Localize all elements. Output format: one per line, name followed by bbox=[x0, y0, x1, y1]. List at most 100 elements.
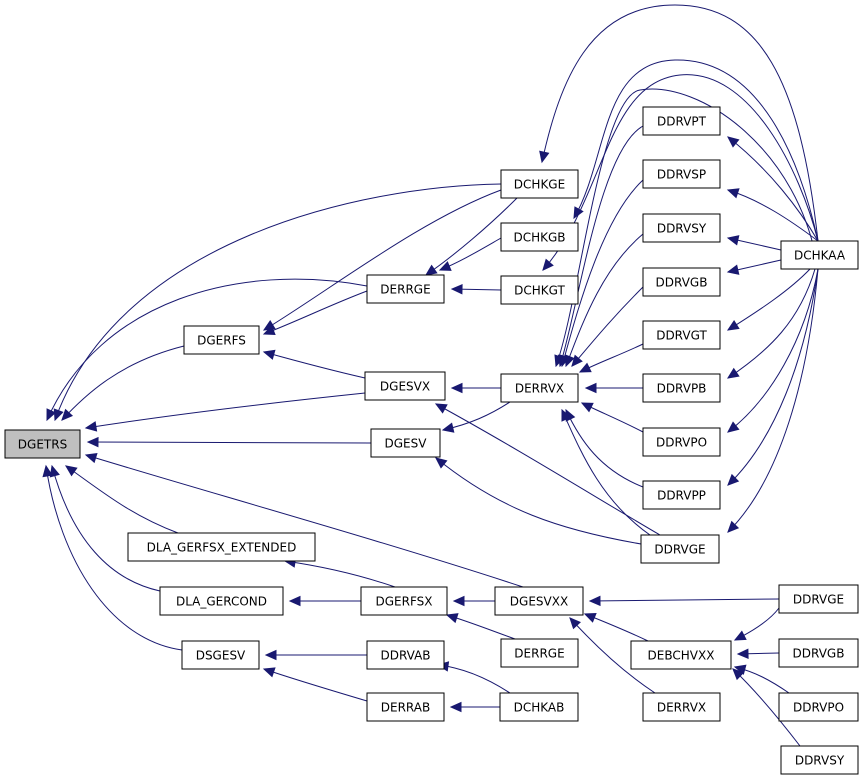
node-box[interactable] bbox=[500, 222, 579, 252]
node-ddrvsy[interactable]: DDRVSY bbox=[642, 213, 721, 243]
arrowhead bbox=[53, 408, 64, 422]
arrowhead bbox=[726, 319, 740, 331]
node-dgerfs[interactable]: DGERFS bbox=[183, 325, 260, 355]
edge-ddrvsy-to-derrvx bbox=[565, 233, 644, 367]
node-box[interactable] bbox=[364, 371, 446, 401]
node-box[interactable] bbox=[366, 692, 445, 722]
node-ddrvgb2[interactable]: DDRVGB bbox=[778, 638, 859, 668]
node-derrab[interactable]: DERRAB bbox=[366, 692, 445, 722]
node-box[interactable] bbox=[642, 692, 721, 722]
node-derrvx2[interactable]: DERRVX bbox=[642, 692, 721, 722]
arrowhead bbox=[441, 422, 455, 433]
node-ddrvpo[interactable]: DDRVPO bbox=[642, 427, 721, 457]
edge-dchkaa-to-ddrvpb bbox=[727, 268, 816, 379]
node-ddrvpb[interactable]: DDRVPB bbox=[642, 373, 721, 403]
arrowhead bbox=[425, 264, 438, 276]
edge-ddrvpt-to-derrvx bbox=[559, 125, 644, 367]
node-dsgesv[interactable]: DSGESV bbox=[181, 640, 260, 670]
node-ddrvab[interactable]: DDRVAB bbox=[366, 640, 445, 670]
node-dchkgt[interactable]: DCHKGT bbox=[500, 275, 579, 305]
arrowhead bbox=[49, 464, 60, 478]
arrowhead bbox=[264, 649, 277, 661]
node-dchkaa[interactable]: DCHKAA bbox=[780, 240, 859, 270]
node-box[interactable] bbox=[640, 534, 720, 564]
node-label: DERRAB bbox=[381, 701, 430, 715]
node-dla_gerfsx_extended[interactable]: DLA_GERFSX_EXTENDED bbox=[127, 532, 316, 562]
node-dgesvx[interactable]: DGESVX bbox=[364, 371, 446, 401]
node-derrge2[interactable]: DERRGE bbox=[500, 638, 579, 668]
node-box[interactable] bbox=[642, 106, 721, 136]
edge-dchkaa-to-ddrvge bbox=[727, 268, 819, 533]
node-box[interactable] bbox=[181, 640, 260, 670]
node-box[interactable] bbox=[500, 638, 579, 668]
node-label: DGESVXX bbox=[510, 595, 568, 609]
node-box[interactable] bbox=[642, 427, 721, 457]
edge-dchkaa-to-dchkge bbox=[541, 4, 819, 242]
node-box[interactable] bbox=[500, 169, 579, 199]
node-box[interactable] bbox=[630, 640, 732, 670]
node-box[interactable] bbox=[778, 638, 859, 668]
edges-layer bbox=[42, 4, 819, 747]
arrowhead bbox=[42, 464, 53, 478]
arrowhead bbox=[726, 264, 740, 275]
edge-dla_gercond-to-dgetrs bbox=[51, 465, 161, 592]
arrowhead bbox=[86, 436, 99, 448]
node-label: DSGESV bbox=[196, 649, 246, 663]
node-box[interactable] bbox=[642, 320, 721, 350]
node-dchkge[interactable]: DCHKGE bbox=[500, 169, 579, 199]
node-label: DDRVPB bbox=[657, 382, 707, 396]
node-box[interactable] bbox=[4, 429, 81, 459]
node-box[interactable] bbox=[780, 745, 859, 775]
node-debchvxx[interactable]: DEBCHVXX bbox=[630, 640, 732, 670]
node-ddrvpp[interactable]: DDRVPP bbox=[642, 480, 721, 510]
node-box[interactable] bbox=[127, 532, 316, 562]
node-box[interactable] bbox=[780, 240, 859, 270]
node-box[interactable] bbox=[642, 159, 721, 189]
arrowhead bbox=[84, 453, 98, 464]
node-box[interactable] bbox=[500, 373, 579, 403]
arrowhead bbox=[583, 613, 597, 623]
node-ddrvpo2[interactable]: DDRVPO bbox=[778, 692, 859, 722]
node-label: DDRVPT bbox=[657, 115, 707, 129]
node-label: DERRGE bbox=[514, 647, 564, 661]
arrowhead bbox=[262, 349, 276, 360]
edge-derrge-to-dgetrs bbox=[46, 278, 368, 421]
node-box[interactable] bbox=[642, 267, 721, 297]
node-box[interactable] bbox=[360, 586, 448, 616]
node-label: DDRVGB bbox=[793, 647, 845, 661]
arrowhead bbox=[61, 408, 74, 421]
node-ddrvge[interactable]: DDRVGE bbox=[640, 534, 720, 564]
node-box[interactable] bbox=[366, 640, 445, 670]
node-ddrvsp[interactable]: DDRVSP bbox=[642, 159, 721, 189]
node-dgetrs[interactable]: DGETRS bbox=[4, 429, 81, 459]
node-label: DCHKAB bbox=[514, 701, 565, 715]
node-derrvx[interactable]: DERRVX bbox=[500, 373, 579, 403]
node-box[interactable] bbox=[183, 325, 260, 355]
node-box[interactable] bbox=[642, 480, 721, 510]
node-dla_gercond[interactable]: DLA_GERCOND bbox=[159, 586, 284, 616]
node-dchkgb[interactable]: DCHKGB bbox=[500, 222, 579, 252]
node-derrge[interactable]: DERRGE bbox=[366, 274, 445, 304]
node-ddrvgb[interactable]: DDRVGB bbox=[642, 267, 721, 297]
node-dgesvxx[interactable]: DGESVXX bbox=[494, 586, 584, 616]
node-ddrvsy2[interactable]: DDRVSY bbox=[780, 745, 859, 775]
node-box[interactable] bbox=[159, 586, 284, 616]
node-dchkab[interactable]: DCHKAB bbox=[499, 692, 579, 722]
edge-ddrvge-to-derrvx bbox=[561, 409, 651, 536]
node-box[interactable] bbox=[642, 213, 721, 243]
node-box[interactable] bbox=[494, 586, 584, 616]
node-box[interactable] bbox=[642, 373, 721, 403]
node-dgerfsx[interactable]: DGERFSX bbox=[360, 586, 448, 616]
node-box[interactable] bbox=[778, 692, 859, 722]
node-ddrvgt[interactable]: DDRVGT bbox=[642, 320, 721, 350]
node-box[interactable] bbox=[500, 275, 579, 305]
node-box[interactable] bbox=[366, 274, 445, 304]
node-box[interactable] bbox=[370, 428, 441, 458]
node-box[interactable] bbox=[499, 692, 579, 722]
node-ddrvge2[interactable]: DDRVGE bbox=[778, 584, 859, 614]
edge-dchkaa-to-ddrvpp bbox=[727, 268, 819, 486]
node-dgesv[interactable]: DGESV bbox=[370, 428, 441, 458]
nodes-layer: DGETRS DGERFS DLA_GERFSX_EXTENDED DLA_GERCO… bbox=[4, 106, 859, 775]
node-ddrvpt[interactable]: DDRVPT bbox=[642, 106, 721, 136]
node-box[interactable] bbox=[778, 584, 859, 614]
